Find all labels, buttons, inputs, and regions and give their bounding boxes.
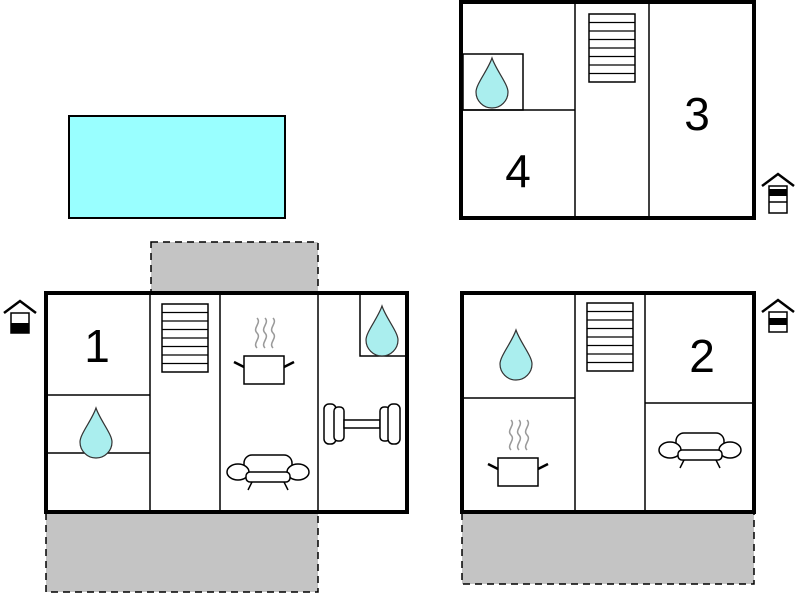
terrace-top <box>150 241 319 295</box>
stairs-icon <box>588 13 636 83</box>
room-number: 3 <box>684 88 710 140</box>
swimming-pool <box>68 115 286 219</box>
room-number: 2 <box>689 330 715 382</box>
terrace-bottom-left <box>45 511 319 593</box>
floor-level-icon <box>2 299 38 335</box>
building-ground-floor <box>44 291 409 514</box>
room-number: 1 <box>84 320 110 372</box>
room-number: 4 <box>505 145 531 197</box>
floor-level-icon <box>760 298 796 334</box>
floor-level-icon <box>760 172 796 215</box>
terrace-bottom-right <box>461 511 755 585</box>
stairs-icon <box>161 303 209 373</box>
stairs-icon <box>586 302 634 372</box>
